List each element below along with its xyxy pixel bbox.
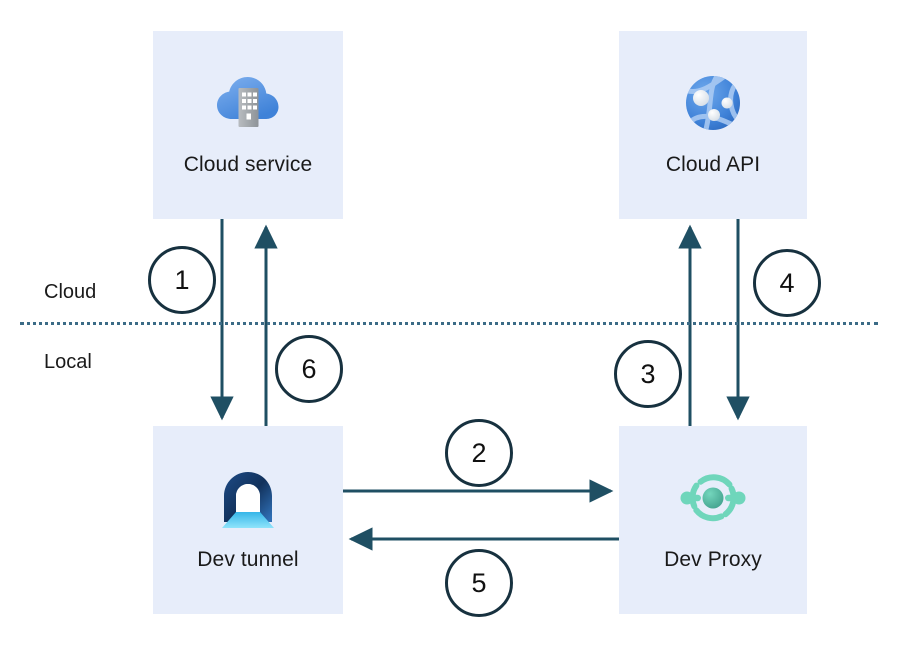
tunnel-icon: [208, 458, 288, 538]
node-label-dev-proxy: Dev Proxy: [664, 548, 762, 571]
zone-label-cloud: Cloud: [44, 281, 97, 303]
proxy-target-icon: [673, 458, 753, 538]
cloud-building-icon: [208, 63, 288, 143]
step-marker-3[interactable]: 3: [614, 340, 682, 408]
node-dev-proxy[interactable]: Dev Proxy: [619, 426, 807, 614]
zone-label-local: Local: [44, 351, 92, 373]
step-marker-6[interactable]: 6: [275, 335, 343, 403]
step-marker-4[interactable]: 4: [753, 249, 821, 317]
globe-network-icon: [673, 63, 753, 143]
cloud-local-divider: [20, 322, 878, 325]
node-dev-tunnel[interactable]: Dev tunnel: [153, 426, 343, 614]
node-cloud-service[interactable]: Cloud service: [153, 31, 343, 219]
step-marker-1[interactable]: 1: [148, 246, 216, 314]
step-marker-5[interactable]: 5: [445, 549, 513, 617]
node-cloud-api[interactable]: Cloud API: [619, 31, 807, 219]
node-label-dev-tunnel: Dev tunnel: [197, 548, 299, 571]
step-marker-2[interactable]: 2: [445, 419, 513, 487]
node-label-cloud-service: Cloud service: [183, 153, 313, 176]
node-label-cloud-api: Cloud API: [665, 153, 761, 176]
